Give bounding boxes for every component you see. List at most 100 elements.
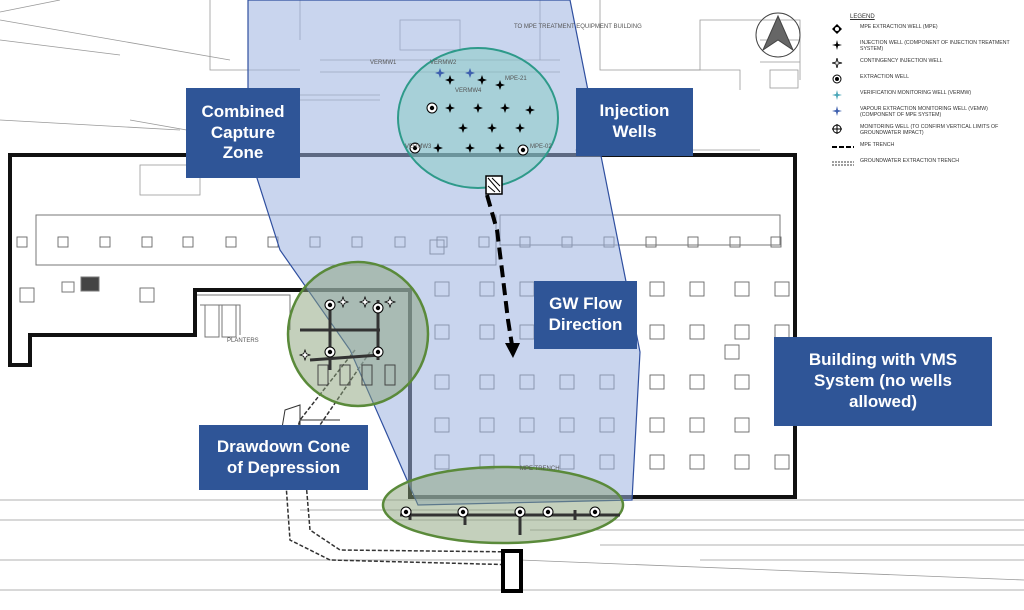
building-column	[724, 344, 740, 360]
contingency-injection-well-icon	[832, 58, 860, 68]
legend-title: LEGEND	[850, 14, 875, 20]
map-label-trench: MPE TRENCH	[520, 466, 560, 472]
legend-item-label: MPE EXTRACTION WELL (MPE)	[860, 24, 938, 30]
building-column	[689, 324, 705, 340]
building-column	[689, 281, 705, 297]
building-column	[687, 236, 699, 248]
injection-well-icon	[298, 348, 312, 362]
drawdown-cone-circle	[286, 260, 430, 408]
building-column	[649, 417, 665, 433]
north-arrow-icon	[755, 12, 801, 58]
legend-item-label: GROUNDWATER EXTRACTION TRENCH	[860, 158, 960, 164]
building-column	[649, 281, 665, 297]
building-column	[774, 281, 790, 297]
legend-item: VAPOUR EXTRACTION MONITORING WELL (VEMW)…	[832, 106, 1017, 118]
access-road	[284, 349, 521, 566]
vapour-extraction-monitoring-well-icon	[832, 106, 860, 116]
hatched-wells	[317, 364, 396, 386]
groundwater-trench-line-icon	[832, 158, 860, 168]
extraction-well-icon	[520, 147, 526, 153]
building-column	[734, 417, 750, 433]
building-column	[689, 374, 705, 390]
gw-flow-arrow	[485, 194, 520, 358]
monitoring-well-icon	[832, 124, 860, 134]
building-column	[19, 287, 35, 303]
extraction-well-icon	[545, 509, 551, 515]
injection-zone-ellipse	[397, 47, 559, 189]
injection-well-icon	[358, 295, 372, 309]
map-label-mpe02: MPE-02	[530, 144, 552, 150]
injection-well-icon	[832, 40, 860, 50]
injection-well-icon	[435, 68, 445, 78]
injection-well-icon	[495, 143, 505, 153]
extraction-well-icon	[429, 105, 435, 111]
injection-well-icon	[525, 105, 535, 115]
legend-item: GROUNDWATER EXTRACTION TRENCH	[832, 158, 1017, 168]
callout-injection-wells: Injection Wells	[576, 88, 693, 156]
building-column	[139, 287, 155, 303]
well-symbols	[298, 68, 601, 518]
extraction-well-icon	[592, 509, 598, 515]
map-label-verm3: VERMW4	[455, 88, 482, 94]
building-column	[734, 374, 750, 390]
map-label-planters: PLANTERS	[227, 338, 259, 344]
injection-well-icon	[445, 103, 455, 113]
legend-item-label: MONITORING WELL (TO CONFIRM VERTICAL LIM…	[860, 124, 999, 136]
extraction-well-icon	[832, 74, 860, 84]
building-column	[689, 454, 705, 470]
injection-well-icon	[465, 68, 475, 78]
injection-well-icon	[495, 80, 505, 90]
injection-well-icon	[433, 143, 443, 153]
callout-combined-capture-zone: Combined Capture Zone	[186, 88, 300, 178]
injection-well-icon	[500, 103, 510, 113]
extraction-well-icon	[517, 509, 523, 515]
injection-well-icon	[477, 75, 487, 85]
building-column	[734, 324, 750, 340]
extraction-well-icon	[327, 302, 333, 308]
injection-well-icon	[487, 123, 497, 133]
legend-item: CONTINGENCY INJECTION WELL	[832, 58, 1017, 68]
injection-well-icon	[383, 295, 397, 309]
building-column	[770, 236, 782, 248]
injection-well-icon	[445, 75, 455, 85]
extraction-well-icon	[375, 305, 381, 311]
legend-item: VERIFICATION MONITORING WELL (VERMW)	[832, 90, 1017, 100]
building-column	[734, 454, 750, 470]
map-label-verm4: VERMW3	[405, 144, 432, 150]
injection-well-icon	[336, 295, 350, 309]
building-column	[649, 454, 665, 470]
legend-item: MPE EXTRACTION WELL (MPE)	[832, 24, 1017, 34]
building-column	[16, 236, 28, 248]
extraction-well-icon	[403, 509, 409, 515]
building-column	[729, 236, 741, 248]
legend-item-label: MPE TRENCH	[860, 142, 895, 148]
map-label-verm2: VERMW2	[430, 60, 457, 66]
building-column	[225, 236, 237, 248]
legend-item: MONITORING WELL (TO CONFIRM VERTICAL LIM…	[832, 124, 1017, 136]
building-column	[141, 236, 153, 248]
verification-monitoring-well-icon	[832, 90, 860, 100]
legend-item: INJECTION WELL (COMPONENT OF INJECTION T…	[832, 40, 1017, 52]
legend-item-label: CONTINGENCY INJECTION WELL	[860, 58, 943, 64]
building-column	[649, 324, 665, 340]
injection-well-icon	[465, 143, 475, 153]
extraction-well-icon	[460, 509, 466, 515]
map-label-mpe21: MPE-21	[505, 76, 527, 82]
legend-item-label: EXTRACTION WELL	[860, 74, 910, 80]
callout-building-vms: Building with VMS System (no wells allow…	[774, 337, 992, 426]
building-column	[57, 236, 69, 248]
legend-item-label: VAPOUR EXTRACTION MONITORING WELL (VEMW)…	[860, 106, 988, 118]
extraction-well-icon	[327, 349, 333, 355]
discharge-vault	[501, 549, 523, 593]
map-label-treatment-building: TO MPE TREATMENT EQUIPMENT BUILDING	[514, 24, 642, 30]
map-label-verm1: VERMW1	[370, 60, 397, 66]
extraction-well-icon	[375, 349, 381, 355]
building-column	[649, 374, 665, 390]
injection-well-icon	[515, 123, 525, 133]
legend: LEGEND MPE EXTRACTION WELL (MPE) INJECTIO…	[832, 14, 1017, 174]
injection-well-icon	[473, 103, 483, 113]
building-column	[645, 236, 657, 248]
trench-capture-ellipse	[381, 465, 625, 545]
callout-drawdown-cone: Drawdown Cone of Depression	[199, 425, 368, 490]
